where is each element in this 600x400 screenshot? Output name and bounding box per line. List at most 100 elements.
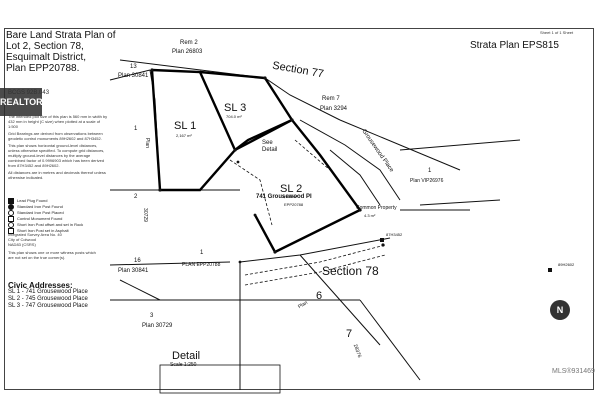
short-post-rock-icon	[8, 222, 14, 229]
civic-sl2: SL 2 - 745 Grousewood Place	[8, 296, 88, 302]
street-address-label: 741 Grousewood PI	[256, 194, 312, 200]
section-line	[119, 279, 161, 301]
lot-6-label: 6	[316, 290, 323, 302]
south-boundary-line	[239, 237, 391, 263]
scale-note: The intended plot size of this plan is 5…	[8, 114, 108, 129]
lot-13-label: 13	[130, 64, 137, 70]
control-monument-icon	[8, 216, 14, 223]
survey-area-info: Integrated Survey Area No. 40 City of Co…	[8, 232, 98, 260]
plan-3294-label: Plan 3294	[320, 106, 348, 112]
road-line	[339, 119, 461, 171]
easement-line	[244, 244, 386, 276]
survey-marker	[253, 213, 257, 217]
detail-frame	[159, 364, 281, 394]
title-line-2: Lot 2, Section 78,	[6, 41, 84, 52]
survey-marker	[381, 243, 385, 247]
plan-26803-label: Plan 26803	[172, 49, 203, 55]
easement-line	[229, 159, 273, 226]
plan-vip26976-label: Plan VIP26976	[410, 178, 444, 184]
legend-row: Lead Plug Found	[8, 198, 108, 204]
epp-reference-mark: EPP20788	[284, 202, 304, 207]
lot-line	[419, 199, 501, 206]
survey-marker	[290, 118, 294, 122]
north-boundary-line	[119, 59, 341, 121]
legend-row: Short Iron Post set in Asphalt	[8, 228, 108, 235]
lot-1-south-label: 1	[200, 250, 204, 256]
easement-line	[244, 254, 386, 286]
strata-lot-3-label: SL 3	[224, 102, 247, 114]
units-note: All distances are in metres and decimals…	[8, 170, 106, 180]
survey-marker	[238, 260, 242, 264]
survey-area-line-2: City of Colwood	[8, 237, 37, 242]
lot-16-label: 16	[134, 258, 141, 264]
control-monument-marker	[380, 238, 384, 242]
legend-row: Standard Iron Post Found	[8, 204, 108, 211]
legend-row: Standard Iron Post Placed	[8, 210, 108, 217]
legend-row: Control Monument Found	[8, 216, 108, 223]
grid-bearing-note: Grid Bearings are derived from observati…	[8, 131, 103, 141]
strata-lot-1-area: 2,167 m²	[176, 133, 192, 138]
detail-scale: Scale 1:250	[170, 362, 197, 368]
easement-line	[294, 139, 331, 171]
plan-notes: The intended plot size of this plan is 5…	[8, 114, 108, 182]
strata-lot-2-label: SL 2	[280, 183, 303, 195]
civic-sl1: SL 1 - 741 Grousewood Place	[8, 289, 88, 295]
iron-post-placed-icon	[8, 210, 14, 217]
section-78-label: Section 78	[322, 264, 379, 278]
strata-lot-2-area: 3,119 m²	[282, 194, 298, 199]
plan-west-label: Plan	[144, 137, 151, 149]
iron-post-found-icon	[8, 204, 14, 211]
monument-87h3452-label: 87H3452	[386, 232, 403, 237]
sheet-number: Sheet 1 of 1 Sheet	[540, 30, 574, 35]
realtor-watermark: REALTOR	[0, 88, 43, 116]
grousewood-edge-north	[299, 119, 401, 201]
plan-title-block: Bare Land Strata Plan of Lot 2, Section …	[6, 30, 156, 74]
lot-2-west-label: 2	[134, 194, 138, 200]
lot-line	[109, 261, 231, 266]
title-line-4: Plan EPP20788.	[6, 63, 80, 74]
strata-lot-1-label: SL 1	[174, 120, 197, 132]
lot-line	[359, 299, 421, 381]
survey-marker	[236, 160, 240, 164]
title-line-3: Esquimalt District,	[6, 52, 87, 63]
strata-lot-1-boundary	[150, 68, 237, 192]
legend: Lead Plug Found Standard Iron Post Found…	[8, 198, 108, 235]
plan-epp20788-label: PLAN EPP20788	[182, 262, 221, 268]
bcgs-reference: BCGS 92B.043	[8, 90, 50, 96]
survey-marker	[273, 250, 277, 254]
strata-lot-3-area: 704.0 m²	[226, 114, 242, 119]
survey-marker	[358, 208, 362, 212]
distance-note: This plan shows horizontal ground-level …	[8, 143, 105, 168]
common-property-area: 4.3 m²	[364, 213, 376, 218]
lot-1-west-label: 1	[134, 126, 138, 132]
survey-area-line-1: Integrated Survey Area No. 40	[8, 232, 62, 237]
plan-30729-bottom-label: Plan 30729	[142, 323, 173, 329]
see-detail-label: See Detail	[262, 140, 278, 153]
plan-30729-west-label: 30729	[141, 208, 148, 222]
rem-2-label: Rem 2	[180, 40, 198, 46]
survey-marker	[158, 188, 162, 192]
mls-number-watermark: MLS®931469	[552, 368, 595, 375]
detail-title: Detail	[172, 350, 201, 362]
control-monument-marker	[548, 268, 552, 272]
lot-1-east-label: 1	[428, 168, 432, 174]
civic-heading: Civic Addresses:	[8, 281, 73, 290]
title-line-1: Bare Land Strata Plan of	[6, 30, 116, 41]
plan-30841-bottom-label: Plan 30841	[118, 268, 149, 274]
lot-3-label: 3	[150, 313, 154, 319]
survey-marker	[233, 148, 237, 152]
survey-marker	[263, 76, 267, 80]
lead-plug-icon	[8, 198, 14, 204]
rem-7-label: Rem 7	[322, 96, 340, 102]
monument-89h2602-label: 89H2602	[558, 262, 575, 267]
survey-area-line-3: NAD83 (CSRS)	[8, 242, 36, 247]
north-arrow-icon: N	[550, 300, 570, 320]
legend-row: Short Iron Post offset and set in Rock	[8, 222, 108, 229]
common-property-label: Common Property	[356, 205, 397, 211]
strata-plan-number: Strata Plan EPS815	[470, 40, 559, 51]
lot-line	[109, 69, 151, 81]
civic-sl3: SL 3 - 747 Grousewood Place	[8, 303, 88, 309]
witness-post-note: This plan shows one or more witness post…	[8, 250, 96, 260]
